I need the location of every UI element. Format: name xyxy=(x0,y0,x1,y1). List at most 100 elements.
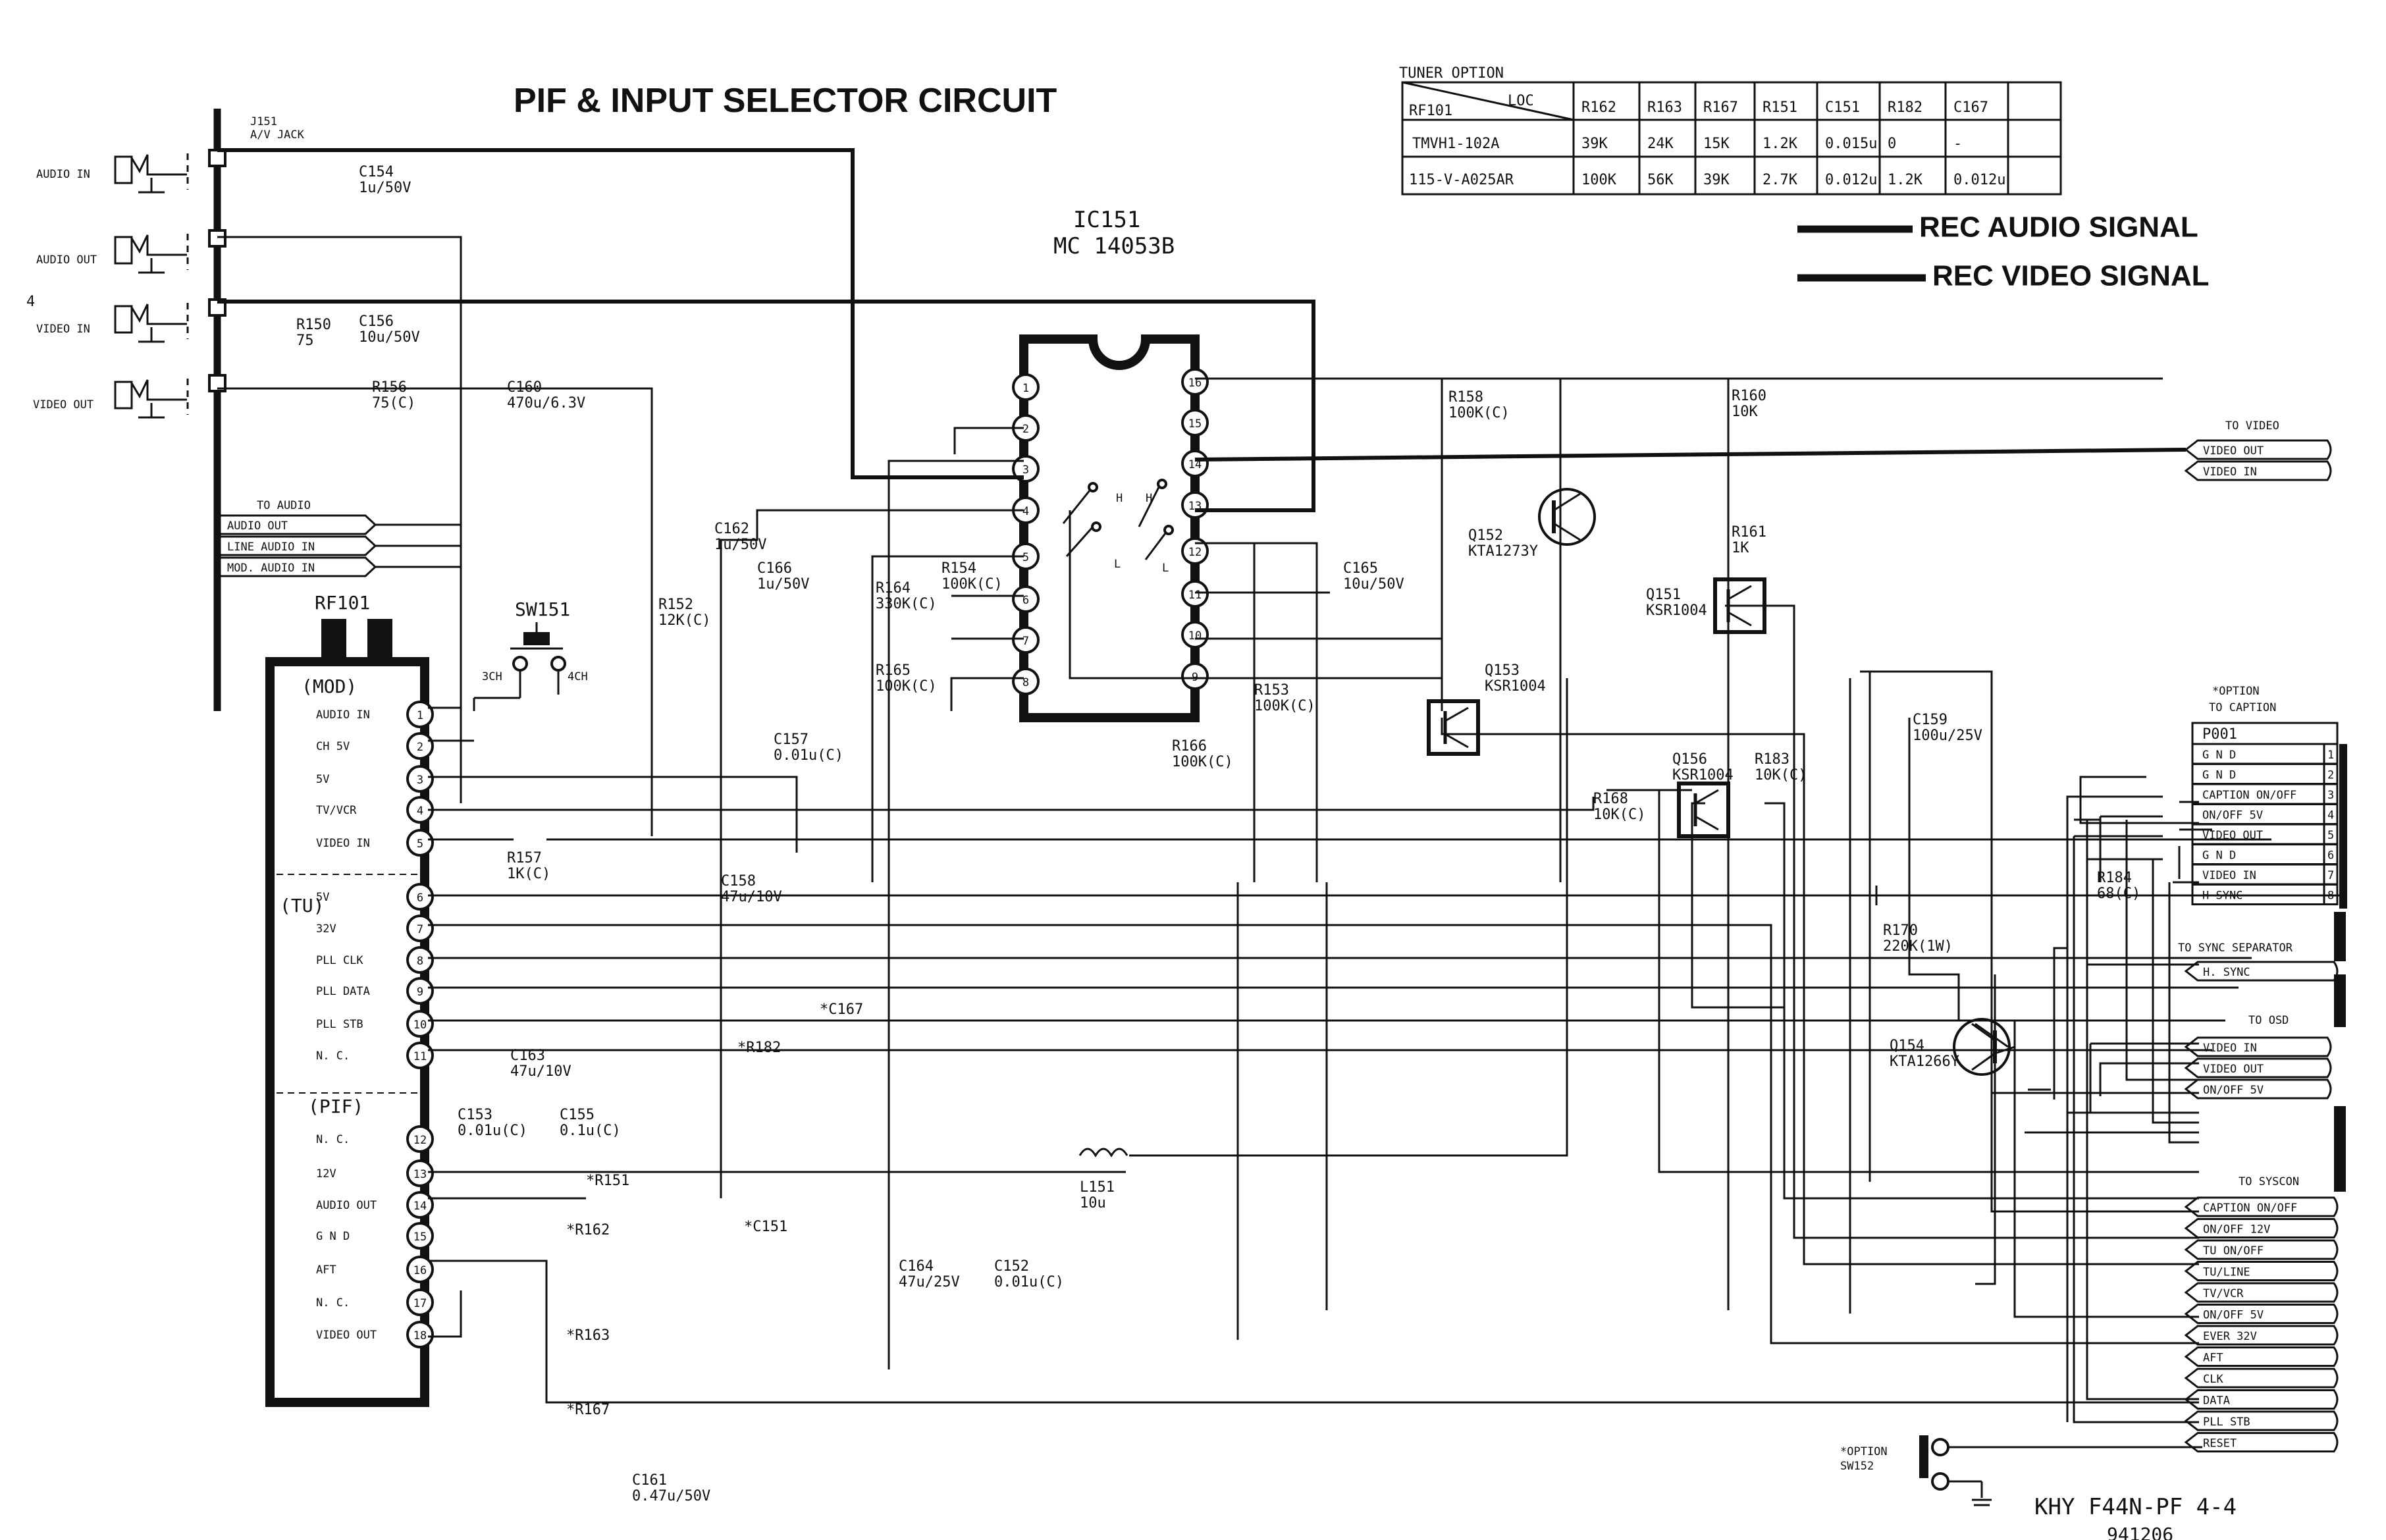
audio-connector-pill xyxy=(216,535,377,556)
jack-socket xyxy=(114,155,133,184)
to-syscon-pill xyxy=(2184,1410,2339,1431)
component-value: 1u/50V xyxy=(714,537,766,553)
ic151: IC151 MC 14053B 12345678161514131211109 … xyxy=(1012,207,1209,722)
component-ref: C164 xyxy=(899,1258,934,1275)
ic-pin xyxy=(1181,368,1209,396)
p001-pin-label: VIDEO IN xyxy=(2202,869,2256,882)
to-video-pill xyxy=(2184,439,2332,460)
tuner-cell: 39K xyxy=(1703,172,1730,188)
to-syscon-pill xyxy=(2184,1389,2339,1410)
signal-legend: REC AUDIO SIGNAL REC VIDEO SIGNAL xyxy=(1797,211,2210,292)
tuner-cell: 0.012u xyxy=(1825,172,1877,188)
tuner-pin-label: 12V xyxy=(316,1167,336,1181)
tuner-cell: 0.012u xyxy=(1953,172,2005,188)
component-ref: R161 xyxy=(1732,524,1766,541)
tuner-col-header: R163 xyxy=(1647,99,1682,116)
tuner-ref: RF101 xyxy=(315,592,370,614)
component-value: 100K(C) xyxy=(1172,754,1233,770)
ic-part: MC 14053B xyxy=(1053,233,1175,259)
tuner-cell: 100K xyxy=(1581,172,1617,188)
tuner-pin-label: AUDIO IN xyxy=(316,708,370,722)
tuner-pin-number: 14 xyxy=(413,1200,427,1213)
component-value: KSR1004 xyxy=(1646,602,1707,619)
tuner-pin xyxy=(406,1222,434,1250)
jack-label-video-out: VIDEO OUT xyxy=(33,398,93,412)
tuner-pin-number: 9 xyxy=(417,986,423,999)
p001-pin-label: CAPTION ON/OFF xyxy=(2202,789,2296,802)
tuner-cell: 1.2K xyxy=(1888,172,1923,188)
p001-pin-number: 8 xyxy=(2327,889,2334,903)
tuner-pin xyxy=(406,1288,434,1316)
ic-pin xyxy=(1181,409,1209,437)
component-value: 1u/50V xyxy=(359,180,411,196)
component-ref: R168 xyxy=(1593,791,1628,807)
tuner-col-header: C167 xyxy=(1953,99,1988,116)
component-ref: C157 xyxy=(774,731,809,748)
to-audio-header: TO AUDIO xyxy=(257,499,311,512)
tuner-cell: 0 xyxy=(1888,136,1896,152)
ic-pin-number: 14 xyxy=(1188,458,1202,471)
to-osd-label: ON/OFF 5V xyxy=(2203,1084,2264,1097)
component-value: 10K(C) xyxy=(1593,807,1645,823)
component-value: 0.1u(C) xyxy=(560,1123,621,1139)
to-osd-header: TO OSD xyxy=(2248,1014,2289,1027)
sw151-3ch: 3CH xyxy=(482,670,502,683)
component-ref: C153 xyxy=(458,1107,492,1123)
tuner-section-mod: (MOD) xyxy=(302,676,357,697)
tuner-pin xyxy=(406,1321,434,1348)
component-ref: R165 xyxy=(876,662,911,679)
page-title: PIF & INPUT SELECTOR CIRCUIT xyxy=(514,82,1057,120)
component-value: 220K(1W) xyxy=(1883,938,1953,955)
component-value: 0.01u(C) xyxy=(458,1123,527,1139)
jack-socket xyxy=(114,381,133,410)
component-ref: R160 xyxy=(1732,388,1766,404)
component-value: KSR1004 xyxy=(1672,767,1734,783)
component-value: 10u/50V xyxy=(359,329,420,346)
component-ref: R184 xyxy=(2097,870,2132,886)
jack-label-video-in: VIDEO IN xyxy=(36,323,90,336)
to-video-header: TO VIDEO xyxy=(2225,419,2279,433)
to-syscon-pill xyxy=(2184,1346,2339,1367)
p001-note: *OPTION xyxy=(2212,685,2260,698)
p001-pin-label: VIDEO OUT xyxy=(2202,829,2263,842)
to-syscon-label: DATA xyxy=(2203,1394,2230,1408)
component-value: 47u/10V xyxy=(510,1063,571,1080)
footer-model: KHY F44N-PF 4-4 xyxy=(2034,1494,2237,1520)
component-ref: *C151 xyxy=(744,1219,787,1235)
component-ref: R150 xyxy=(296,317,331,333)
audio-connector-pill xyxy=(216,514,377,535)
to-syscon-label: AFT xyxy=(2203,1352,2223,1365)
tuner-pin-label: AFT xyxy=(316,1263,336,1277)
component-value: 10K xyxy=(1732,404,1758,420)
jack-socket xyxy=(114,305,133,334)
tuner-col-header: C151 xyxy=(1825,99,1860,116)
ic-pin xyxy=(1012,668,1040,695)
tuner-pin-number: 3 xyxy=(417,774,423,787)
component-ref: C156 xyxy=(359,313,394,330)
tuner-pin xyxy=(406,1191,434,1219)
jack-side-mark: 4 xyxy=(26,294,35,310)
tuner-pin-label: VIDEO OUT xyxy=(316,1329,377,1342)
to-osd-pill xyxy=(2184,1078,2332,1100)
ic-pin-number: 3 xyxy=(1022,464,1029,477)
tuner-pin-number: 10 xyxy=(413,1019,427,1032)
tuner-col-header: R151 xyxy=(1763,99,1797,116)
tuner-pin-number: 15 xyxy=(413,1231,427,1244)
tuner-cell: 2.7K xyxy=(1763,172,1798,188)
to-syscon-pill xyxy=(2184,1282,2339,1303)
to-syscon-label: PLL STB xyxy=(2203,1416,2250,1429)
tuner-row-1-label: TMVH1-102A xyxy=(1412,136,1499,152)
component-value: 1K(C) xyxy=(507,866,550,882)
tuner-pin-number: 8 xyxy=(417,955,423,968)
to-syscon-pill xyxy=(2184,1432,2339,1452)
ic-pin xyxy=(1181,537,1209,565)
to-syscon-label: TU ON/OFF xyxy=(2203,1244,2264,1258)
to-sync-header: TO SYNC SEPARATOR xyxy=(2178,942,2293,955)
component-ref: C166 xyxy=(757,560,792,577)
to-syscon-pill xyxy=(2184,1196,2339,1217)
component-ref: R158 xyxy=(1448,389,1483,406)
component-ref: L151 xyxy=(1080,1179,1115,1196)
